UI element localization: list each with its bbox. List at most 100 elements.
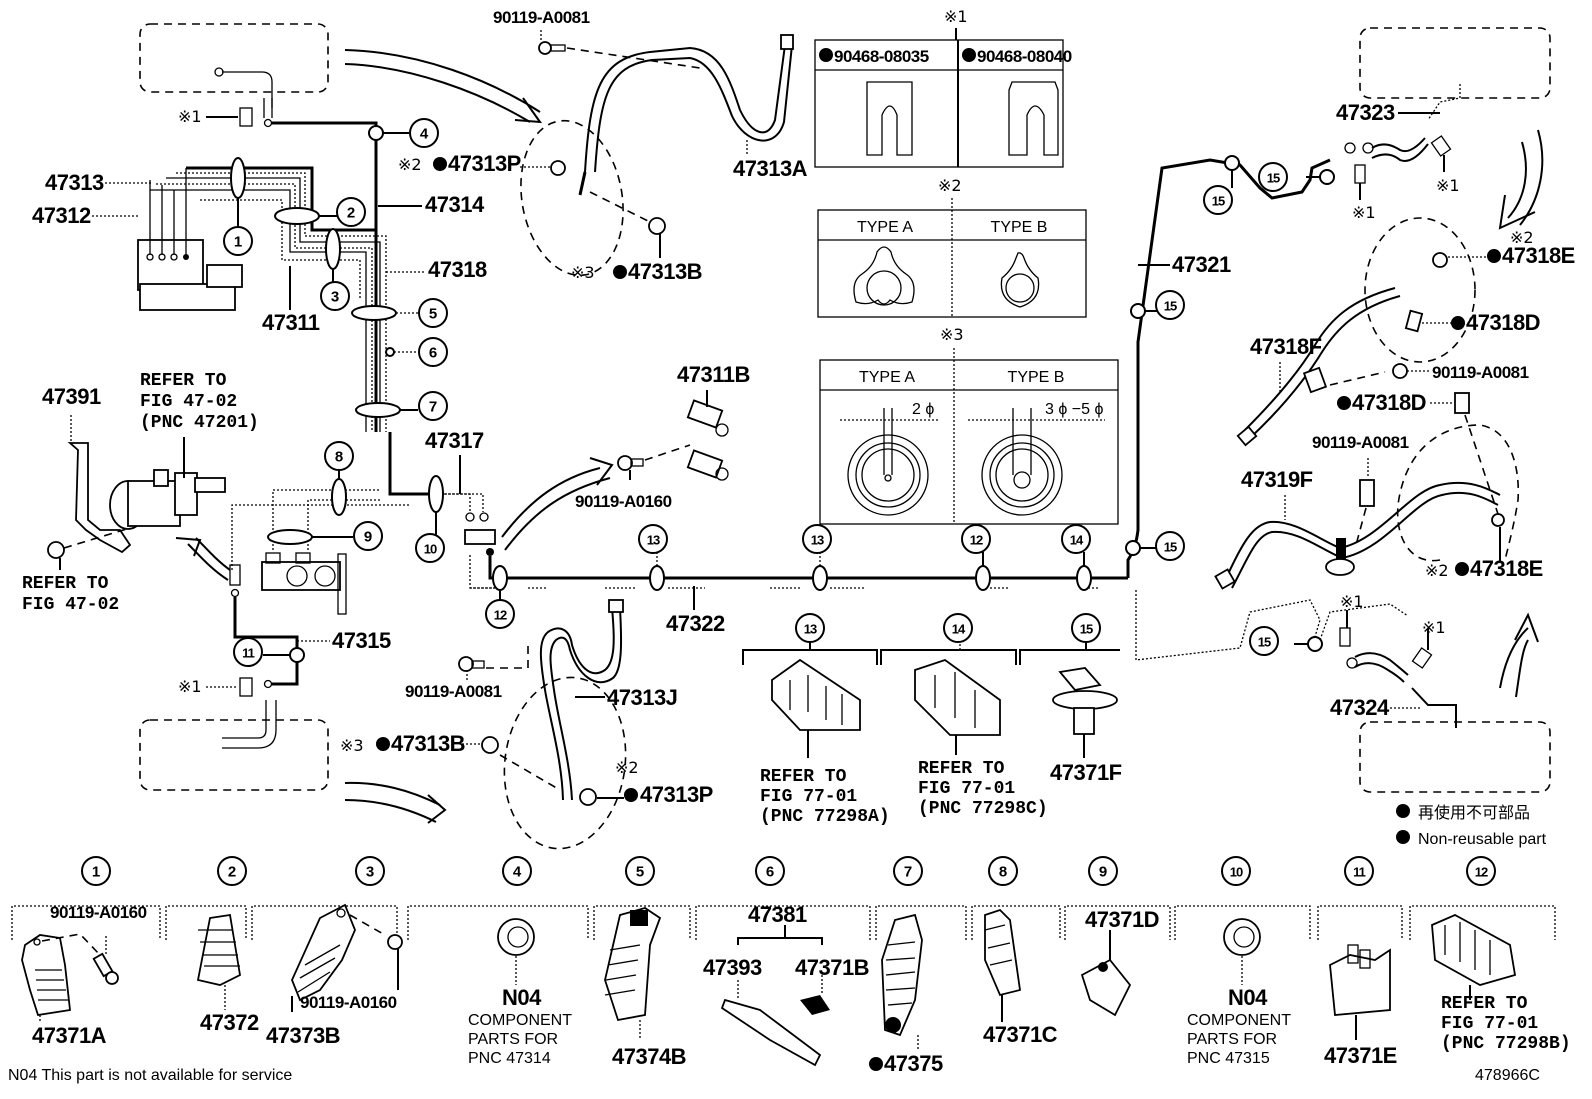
note-x1-r2: ※1 <box>1436 176 1460 195</box>
clamp-11 <box>428 475 444 513</box>
callout-number: 15 <box>1212 194 1225 209</box>
callout-11: 11 <box>1344 856 1374 886</box>
label-47311B: 47311B <box>677 362 750 387</box>
callout-number: 10 <box>1230 865 1243 880</box>
legend-text-jp: 再使用不可部品 <box>1418 804 1530 822</box>
bottom-10-note-1: COMPONENT <box>1187 1012 1291 1029</box>
clamp-12-a <box>492 565 508 591</box>
callout-10: 10 <box>415 533 445 563</box>
bolt-47318D-icon <box>1404 309 1424 333</box>
label-47314: 47314 <box>425 192 485 217</box>
clip-90468-08040-icon <box>1008 81 1059 156</box>
clip-type-a-icon <box>866 270 902 306</box>
bottom-4-note-2: PARTS FOR <box>468 1031 558 1048</box>
clamp-13-a <box>649 565 665 591</box>
union-bolt-top <box>538 41 566 55</box>
bottom-part-icons <box>21 903 1517 1067</box>
label-refer-fig-47-02-pnc-line1: REFER TO <box>140 371 227 391</box>
bottom-10-note-3: PNC 47315 <box>1187 1050 1270 1067</box>
callout-3: 3 <box>355 856 385 886</box>
note-x2-47313P-top: ※2 <box>398 155 422 174</box>
table-x3-dim-a: 2 ϕ <box>912 401 934 418</box>
callout-8: 8 <box>988 856 1018 886</box>
callout-number: 8 <box>335 449 343 466</box>
callout-1: 1 <box>81 856 111 886</box>
callout-number: 13 <box>804 622 817 637</box>
label-47312: 47312 <box>32 203 91 228</box>
bottom-10-note-2: PARTS FOR <box>1187 1031 1277 1048</box>
label-47323: 47323 <box>1336 100 1395 125</box>
clamp-point-15-a <box>1125 540 1141 556</box>
legend-dot-en <box>1396 830 1410 844</box>
ref-table-x2: ※2 TYPE A TYPE B <box>817 176 1087 318</box>
callout-number: 2 <box>347 205 355 222</box>
union-bolt-47313B-icon <box>648 217 666 235</box>
label-47318E-top: 47318E <box>1502 243 1575 268</box>
callout-number: 15 <box>1080 622 1093 637</box>
bottom-6-part-b: 47371B <box>795 955 869 980</box>
bottom-4-note-1: COMPONENT <box>468 1012 572 1029</box>
clip-type-b-icon <box>1005 273 1035 303</box>
callout-number: 15 <box>1164 299 1177 314</box>
callout-number: 1 <box>92 864 100 881</box>
callout-5: 5 <box>418 298 448 328</box>
arrow-bottom-left <box>344 781 441 806</box>
proportioning-valve-block <box>261 552 347 615</box>
clamp-3 <box>325 228 341 270</box>
callout-number: 10 <box>424 542 437 557</box>
label-c13-line1: REFER TO <box>760 767 847 787</box>
callout-6: 6 <box>418 337 448 367</box>
bottom-7-part: 47375 <box>884 1051 943 1076</box>
brake-tube-47324 <box>1354 652 1409 676</box>
callout-9: 9 <box>1088 856 1118 886</box>
callout-2: 2 <box>336 197 366 227</box>
label-47318F: 47318F <box>1250 334 1322 359</box>
label-47311: 47311 <box>262 310 320 335</box>
label-refer-fig-47-02-line2: FIG 47-02 <box>22 595 119 615</box>
retainer-clip-icon <box>1354 164 1366 184</box>
label-47313: 47313 <box>45 170 104 195</box>
bolt-90119-A0081-r2-icon <box>1359 479 1375 507</box>
clamp-77298C-icon <box>914 658 1001 736</box>
detail-circle-right-bottom <box>1396 424 1520 562</box>
retainer-clip-icon <box>239 107 253 127</box>
clamp-ref-group <box>742 640 1120 758</box>
callout-number: 15 <box>1267 171 1280 186</box>
bottom-11-part: 47371E <box>1324 1043 1397 1068</box>
bolt-90119-A0081-mid-icon <box>458 656 474 672</box>
label-c13-line3: (PNC 77298A) <box>760 807 890 827</box>
clamp-8 <box>331 478 347 516</box>
table-x3-dim-b: 3 ϕ −5 ϕ <box>1045 401 1103 418</box>
clamp-point-15-b <box>1130 303 1146 319</box>
callout-number: 11 <box>242 646 255 661</box>
brake-hose-47313J <box>539 607 615 801</box>
callout-15: 15 <box>1249 626 1279 656</box>
clamp-14-a <box>1076 565 1092 591</box>
callout-number: 14 <box>1070 533 1084 548</box>
brake-tube-47323 <box>1371 137 1426 153</box>
arrow-top-left <box>344 49 541 113</box>
callout-number: 5 <box>429 306 437 323</box>
bottom-4-part: N04 <box>502 985 542 1010</box>
callout-13: 13 <box>795 613 825 643</box>
label-47313P-top: 47313P <box>448 151 521 176</box>
arrow-to-47311B <box>501 467 601 538</box>
callout-9: 9 <box>353 521 383 551</box>
table-x2-col-a: TYPE A <box>857 219 913 236</box>
callout-2: 2 <box>217 856 247 886</box>
label-47322: 47322 <box>666 611 725 636</box>
table-x1-col-2: 90468-08040 <box>977 47 1072 66</box>
label-47313B-top: 47313B <box>628 259 702 284</box>
note-x3-47313B-bot: ※3 <box>340 736 364 755</box>
component-outline-top-left <box>139 23 329 118</box>
clamp-point-15-c <box>1224 155 1240 171</box>
detail-circle-bottom <box>503 676 627 850</box>
callout-14: 14 <box>943 613 973 643</box>
callout-14: 14 <box>1061 524 1091 554</box>
union-bolt-47313B-bot-icon <box>481 736 499 754</box>
bottom-1-part: 47371A <box>32 1023 107 1048</box>
retainer-clip-icon <box>1411 647 1433 669</box>
clip-47371F-icon <box>1058 667 1102 691</box>
bottom-12-note-3: (PNC 77298B) <box>1441 1034 1571 1054</box>
